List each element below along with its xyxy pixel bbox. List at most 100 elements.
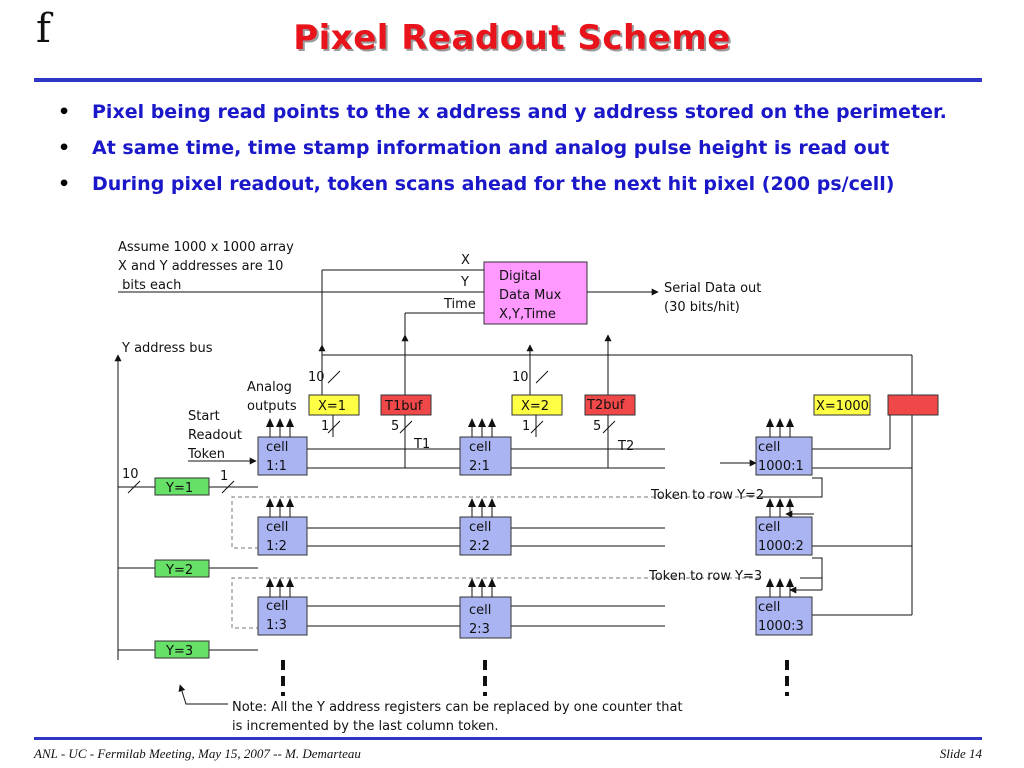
- mux-line-1: Digital: [499, 269, 541, 284]
- bullet-item: At same time, time stamp information and…: [58, 136, 978, 161]
- svg-text:cell: cell: [266, 599, 288, 614]
- x-register-2-label: X=2: [521, 399, 549, 414]
- x-register-1: [308, 394, 360, 416]
- svg-text:2:2: 2:2: [469, 539, 490, 554]
- bus-width-y1: 1: [220, 469, 228, 484]
- x-register-1000: [813, 394, 871, 416]
- data-mux-box: [483, 261, 588, 325]
- bullet-item: Pixel being read points to the x address…: [58, 100, 978, 125]
- svg-text:cell: cell: [469, 440, 491, 455]
- svg-text:1:2: 1:2: [266, 539, 287, 554]
- analog-outputs-line-2: outputs: [247, 399, 297, 414]
- t2-label: T2: [617, 439, 634, 454]
- analog-output-arrowhead: [786, 498, 794, 507]
- footer-rule: [34, 737, 982, 740]
- mux-input-time: Time: [443, 297, 476, 312]
- cell-2-2: cell 2:2: [459, 516, 512, 556]
- analog-output-arrowhead: [276, 418, 284, 427]
- mux-line-2: Data Mux: [499, 288, 562, 303]
- analog-output-arrowhead: [766, 578, 774, 587]
- cell-2-1: cell 2:1: [459, 436, 512, 476]
- y-register-3: [154, 640, 210, 659]
- svg-text:1000:1: 1000:1: [758, 459, 804, 474]
- x-register-1-label: X=1: [318, 399, 346, 414]
- svg-text:cell: cell: [758, 440, 780, 455]
- svg-text:cell: cell: [469, 603, 491, 618]
- bus-width-t2: 5: [593, 419, 601, 434]
- t1-label: T1: [413, 437, 430, 452]
- mux-input-y: Y: [460, 275, 469, 290]
- y-register-1: [154, 477, 210, 496]
- svg-text:1:1: 1:1: [266, 459, 287, 474]
- start-token-line-2: Readout: [188, 428, 242, 443]
- footer-meeting: ANL - UC - Fermilab Meeting, May 15, 200…: [34, 746, 361, 761]
- analog-output-arrowhead: [776, 578, 784, 587]
- analog-output-arrowhead: [766, 498, 774, 507]
- bullet-list: Pixel being read points to the x address…: [58, 100, 978, 208]
- cell-1000-3: cell 1000:3: [755, 596, 813, 636]
- analog-outputs-line-1: Analog: [247, 380, 292, 395]
- analog-output-arrowhead: [766, 418, 774, 427]
- t1000-buffer: [887, 394, 939, 416]
- assume-line-1: Assume 1000 x 1000 array: [118, 240, 294, 255]
- start-token-line-1: Start: [188, 409, 220, 424]
- bullet-item: During pixel readout, token scans ahead …: [58, 172, 978, 197]
- note-line-1: Note: All the Y address registers can be…: [232, 700, 683, 715]
- svg-text:cell: cell: [266, 440, 288, 455]
- fermilab-logo: f: [36, 6, 51, 52]
- analog-output-arrowhead: [776, 498, 784, 507]
- svg-text:cell: cell: [758, 520, 780, 535]
- analog-output-arrowhead: [488, 418, 496, 427]
- bus-width-x1: 10: [308, 370, 325, 385]
- analog-output-arrowhead: [488, 578, 496, 587]
- analog-output-arrowhead: [468, 578, 476, 587]
- start-token-line-3: Token: [187, 447, 225, 462]
- analog-output-arrowhead: [468, 498, 476, 507]
- analog-output-arrowhead: [286, 498, 294, 507]
- token-to-row-3: Token to row Y=3: [648, 569, 762, 584]
- cell-1000-2: cell 1000:2: [755, 516, 813, 556]
- analog-output-arrowhead: [786, 578, 794, 587]
- x-register-2: [511, 394, 563, 416]
- analog-output-arrowhead: [478, 498, 486, 507]
- bus-width-t1: 5: [391, 419, 399, 434]
- cell-1-3: cell 1:3: [257, 596, 308, 636]
- t1-buffer-label: T1buf: [384, 399, 423, 414]
- y-register-1-label: Y=1: [165, 481, 193, 496]
- t1-buffer: [380, 394, 432, 416]
- cell-2-3: cell 2:3: [459, 596, 512, 639]
- y-register-2: [154, 559, 210, 578]
- analog-output-arrowhead: [266, 418, 274, 427]
- bus-width-x2-out: 1: [522, 419, 530, 434]
- svg-text:2:1: 2:1: [469, 459, 490, 474]
- svg-text:1000:3: 1000:3: [758, 619, 804, 634]
- serial-out-line-2: (30 bits/hit): [664, 300, 740, 315]
- bus-width-y: 10: [122, 467, 139, 482]
- cell-1-2: cell 1:2: [257, 516, 308, 556]
- mux-line-3: X,Y,Time: [499, 307, 556, 322]
- assume-line-2: X and Y addresses are 10: [118, 259, 283, 274]
- analog-output-arrows: [266, 418, 794, 597]
- svg-text:cell: cell: [469, 520, 491, 535]
- svg-text:cell: cell: [266, 520, 288, 535]
- analog-output-arrowhead: [286, 578, 294, 587]
- x-register-1000-label: X=1000: [816, 399, 869, 414]
- serial-out-line-1: Serial Data out: [664, 281, 761, 296]
- analog-output-arrowhead: [478, 418, 486, 427]
- analog-output-arrowhead: [478, 578, 486, 587]
- analog-output-arrowhead: [286, 418, 294, 427]
- analog-output-arrowhead: [276, 578, 284, 587]
- assume-line-3: bits each: [118, 278, 181, 293]
- svg-text:cell: cell: [758, 600, 780, 615]
- analog-output-arrowhead: [776, 418, 784, 427]
- bus-width-x2: 10: [512, 370, 529, 385]
- svg-text:1000:2: 1000:2: [758, 539, 804, 554]
- analog-output-arrowhead: [488, 498, 496, 507]
- svg-text:2:3: 2:3: [469, 622, 490, 637]
- footer-slide-number: Slide 14: [939, 746, 982, 761]
- cell-1000-1: cell 1000:1: [755, 436, 813, 476]
- analog-output-arrowhead: [468, 418, 476, 427]
- analog-output-arrowhead: [266, 498, 274, 507]
- t2-buffer-label: T2buf: [586, 398, 625, 413]
